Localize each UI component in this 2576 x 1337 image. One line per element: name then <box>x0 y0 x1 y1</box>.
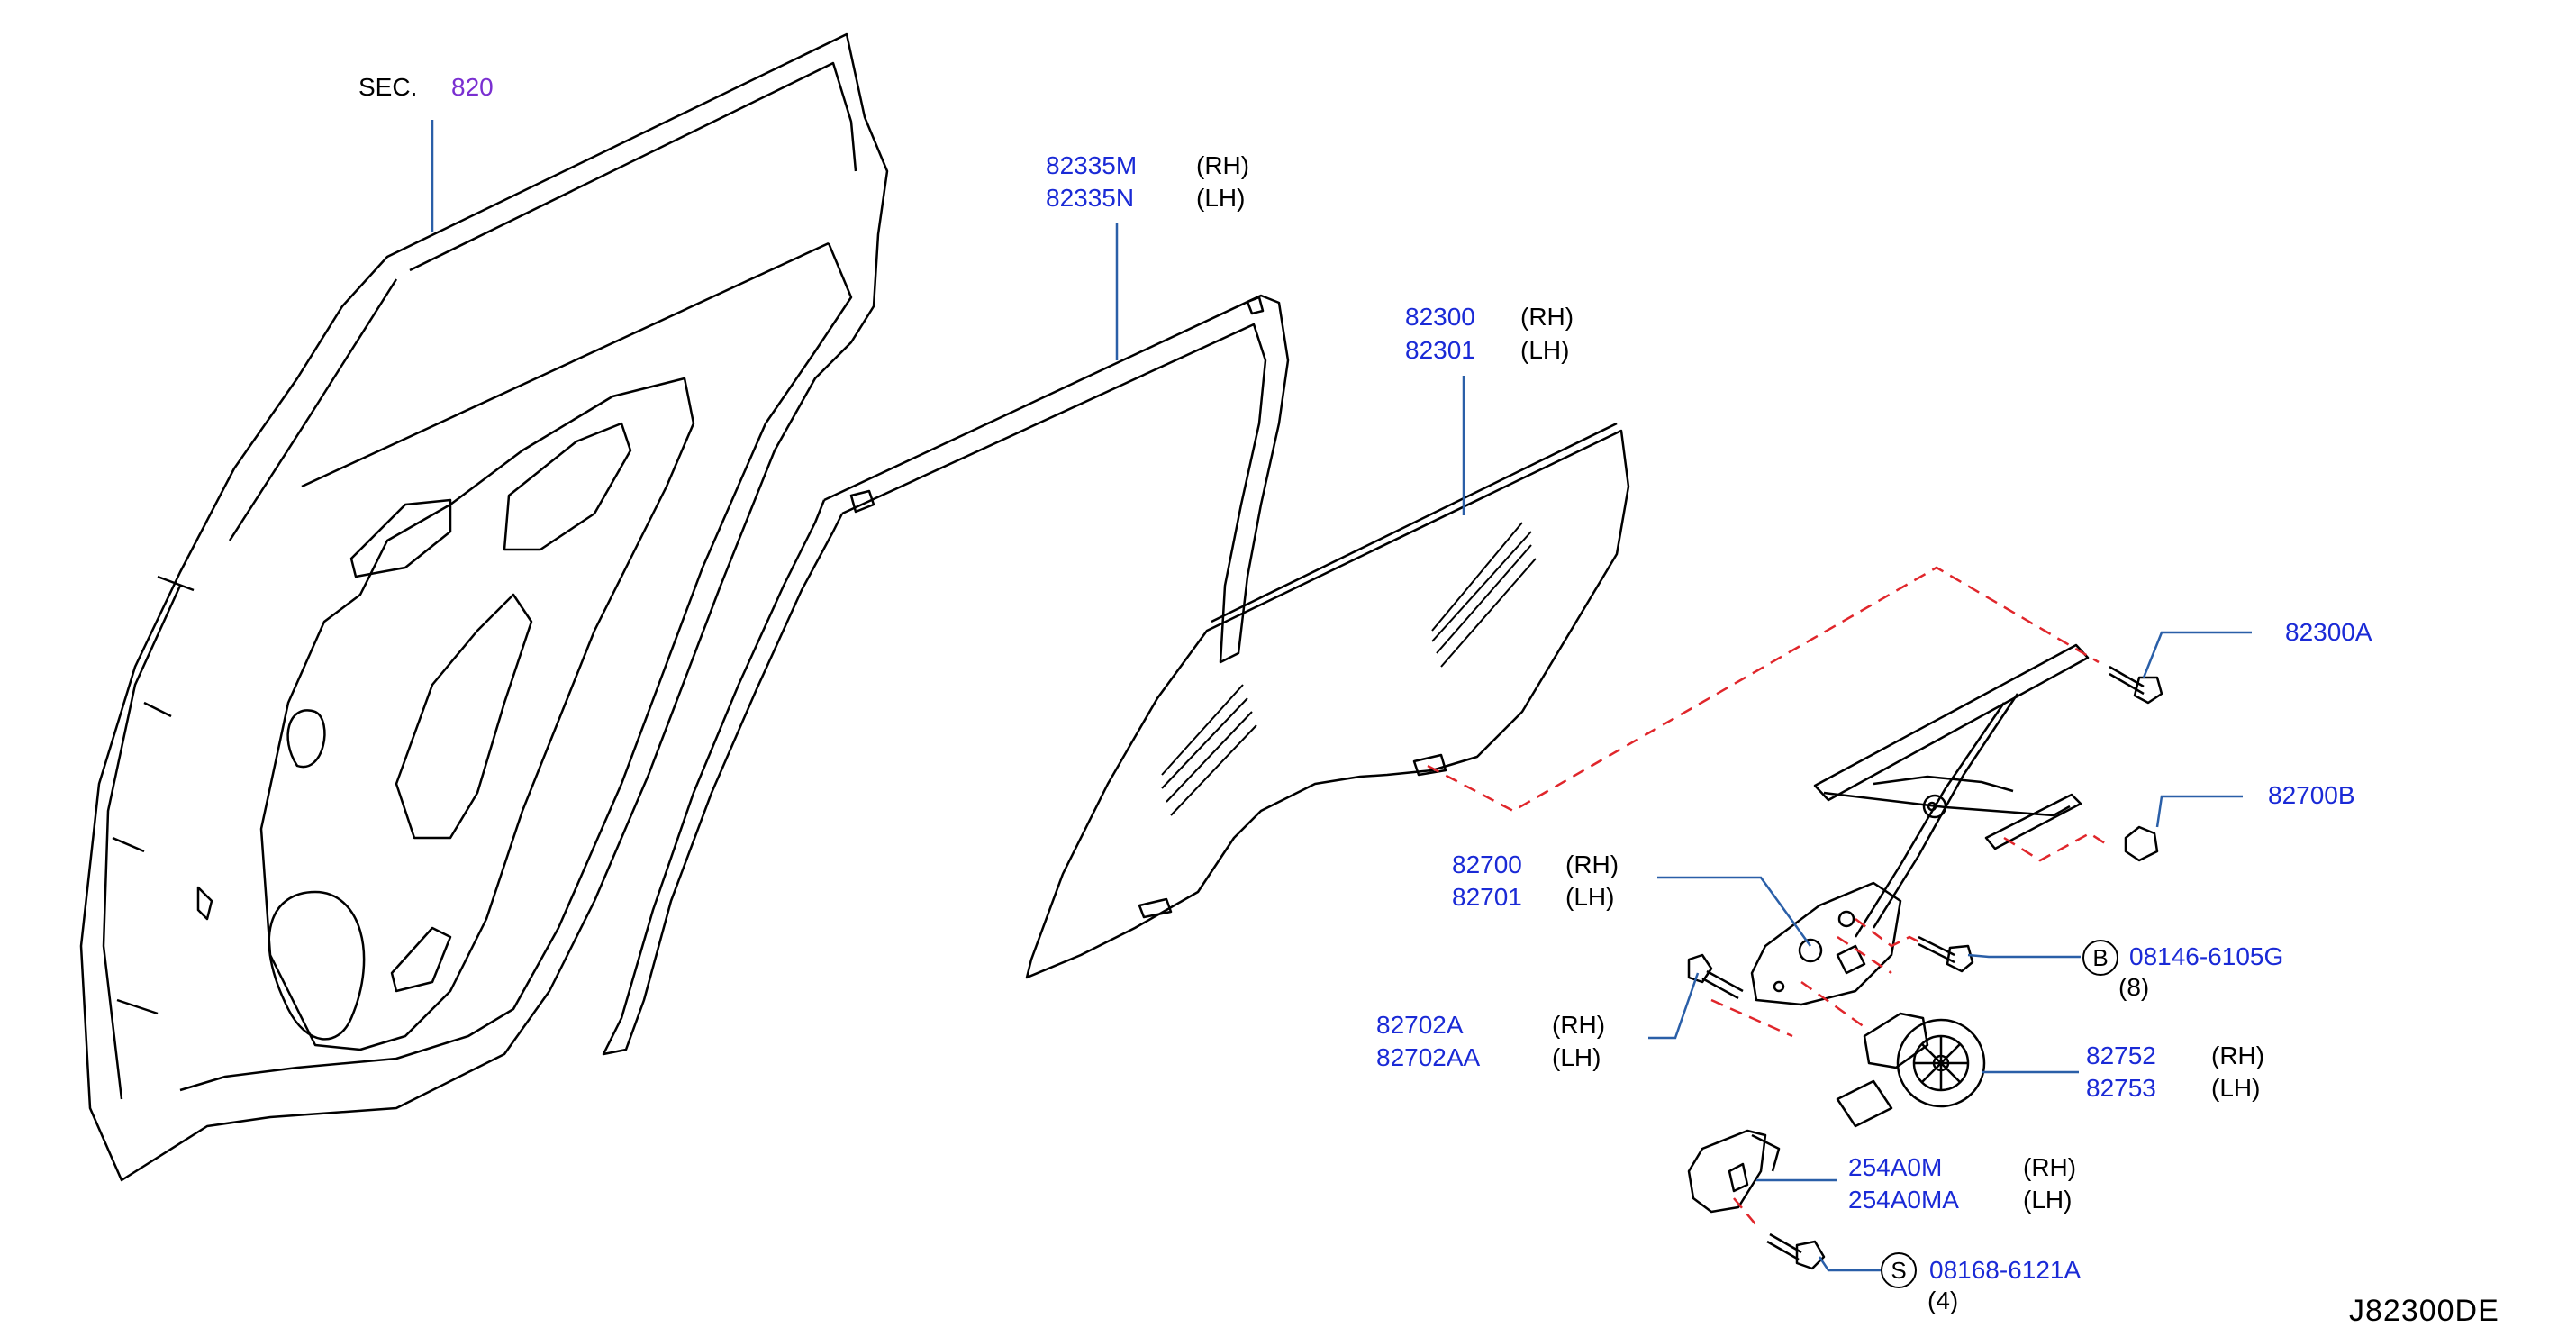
dashed-connection-lines <box>1427 566 2109 1226</box>
part-number-regulator-lh[interactable]: 82701 <box>1452 883 1522 911</box>
part-number-glass-rh[interactable]: 82300 <box>1405 303 1475 331</box>
section-ref-number[interactable]: 820 <box>451 73 494 101</box>
side-module-rh: (RH) <box>2023 1153 2077 1181</box>
part-number-bracket-rh[interactable]: 82702A <box>1376 1011 1464 1039</box>
leader-lines <box>431 120 2252 1272</box>
part-number-seal-rh[interactable]: 82335M <box>1046 151 1138 179</box>
door-inner-panel <box>79 32 889 1182</box>
side-motor-rh: (RH) <box>2211 1041 2265 1069</box>
section-ref-prefix: SEC. <box>358 73 418 101</box>
diagram-code: J82300DE <box>2349 1294 2499 1328</box>
part-number-nut-82700b[interactable]: 82700B <box>2268 781 2355 809</box>
fastener-symbol-b: B <box>2082 940 2118 976</box>
part-number-motor-lh[interactable]: 82753 <box>2086 1074 2156 1102</box>
part-number-module-rh[interactable]: 254A0M <box>1848 1153 1943 1181</box>
power-window-module <box>1687 1129 1781 1214</box>
part-number-bracket-lh[interactable]: 82702AA <box>1376 1043 1481 1071</box>
side-glass-rh: (RH) <box>1520 303 1574 331</box>
side-motor-lh: (LH) <box>2211 1074 2261 1102</box>
part-number-fastener-b[interactable]: 08146-6105G <box>2129 942 2284 970</box>
part-number-module-lh[interactable]: 254A0MA <box>1848 1186 1959 1214</box>
side-regulator-lh: (LH) <box>1565 883 1615 911</box>
quantity-fastener-b: (8) <box>2118 973 2150 1001</box>
side-bracket-rh: (RH) <box>1552 1011 1606 1039</box>
part-number-regulator-rh[interactable]: 82700 <box>1452 850 1522 878</box>
quantity-fastener-s: (4) <box>1927 1287 1959 1314</box>
part-number-motor-rh[interactable]: 82752 <box>2086 1041 2156 1069</box>
fasteners <box>1687 665 2163 1270</box>
glass-run-seal <box>602 294 1290 1056</box>
side-seal-rh: (RH) <box>1196 151 1250 179</box>
side-glass-lh: (LH) <box>1520 336 1570 364</box>
part-number-fastener-s[interactable]: 08168-6121A <box>1929 1256 2082 1284</box>
part-number-glass-lh[interactable]: 82301 <box>1405 336 1475 364</box>
window-regulator <box>1750 643 2090 1006</box>
door-glass <box>1025 422 1630 979</box>
part-number-seal-lh[interactable]: 82335N <box>1046 184 1135 212</box>
side-seal-lh: (LH) <box>1196 184 1246 212</box>
regulator-motor <box>1836 1012 1986 1128</box>
fastener-symbol-s: S <box>1881 1252 1917 1288</box>
side-regulator-rh: (RH) <box>1565 850 1619 878</box>
side-module-lh: (LH) <box>2023 1186 2073 1214</box>
side-bracket-lh: (LH) <box>1552 1043 1601 1071</box>
part-number-bolt-82300a[interactable]: 82300A <box>2285 618 2372 646</box>
